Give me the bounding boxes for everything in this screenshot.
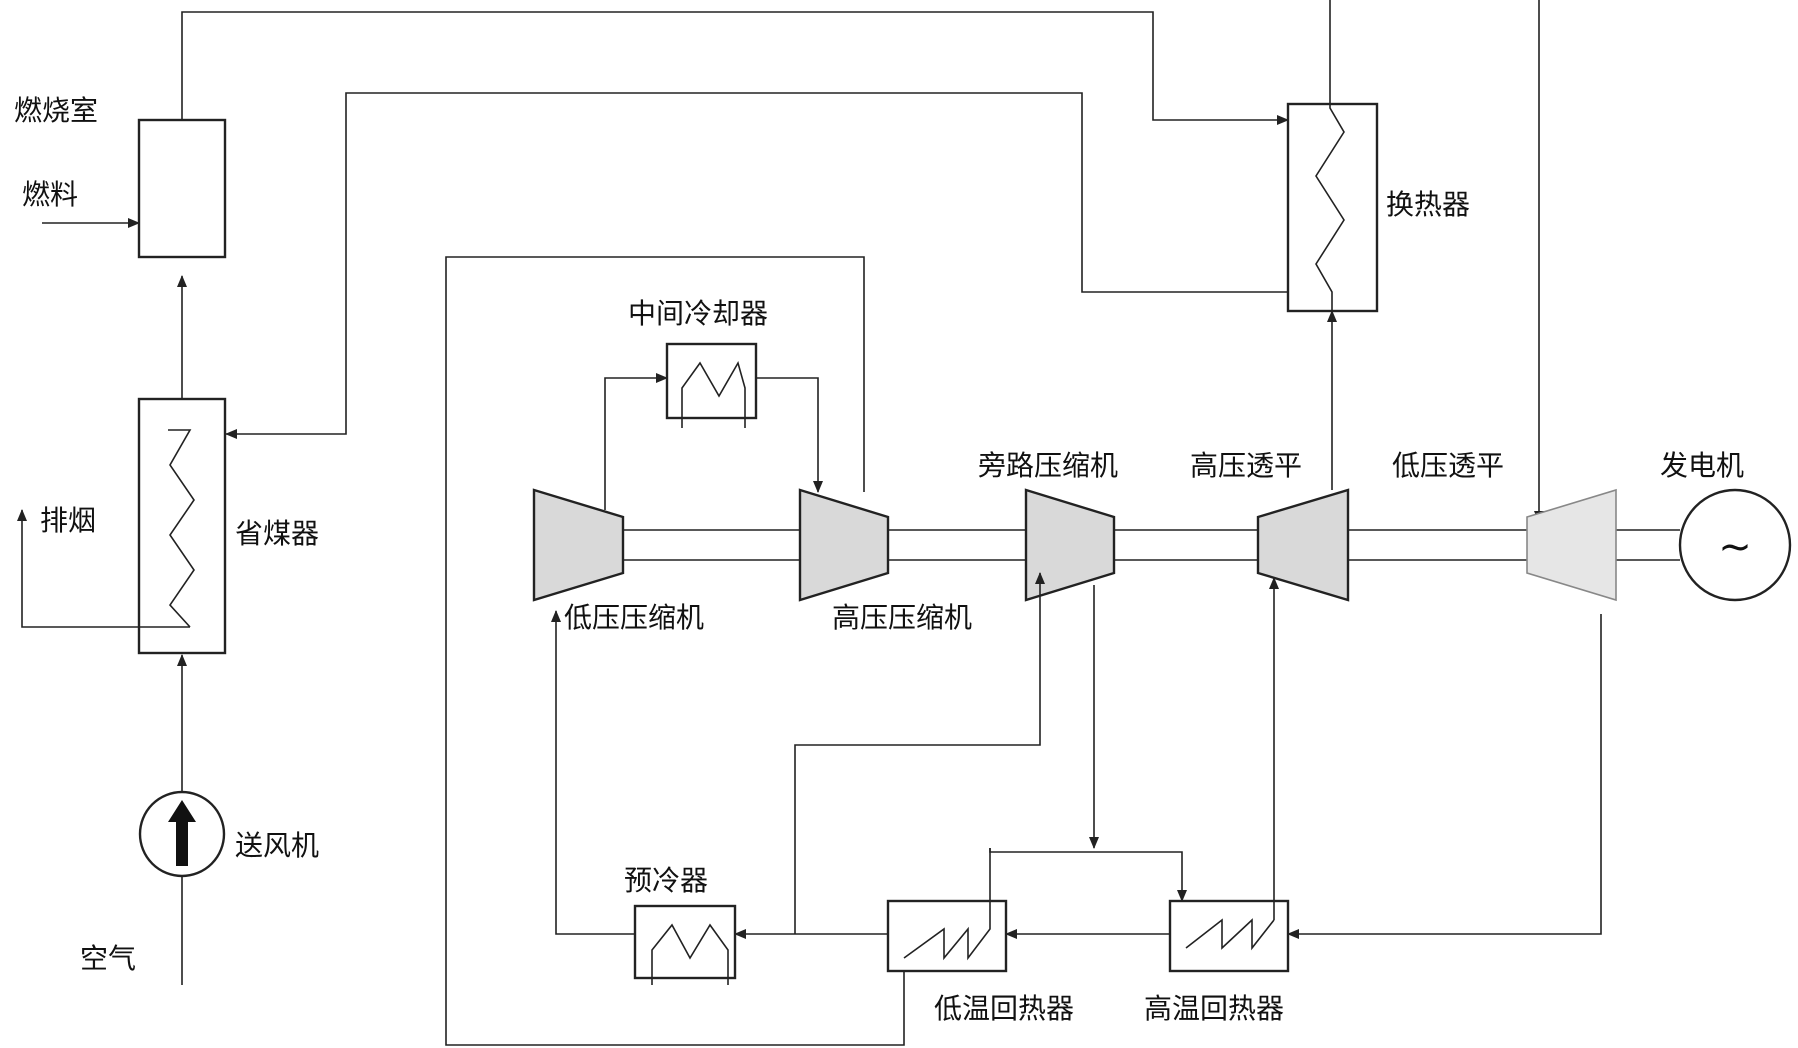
hp-compressor — [798, 488, 890, 602]
blower — [138, 790, 226, 878]
heat-exchanger — [1286, 0, 1379, 313]
lt-recuperator-label: 低温回热器 — [934, 992, 1074, 1025]
fuel-label: 燃料 — [22, 178, 78, 211]
lp-turbine — [1526, 488, 1617, 602]
compressor-outlet-line — [989, 585, 1187, 902]
intercooler-lines — [604, 373, 823, 510]
economizer-label: 省煤器 — [235, 517, 319, 550]
combustor-label: 燃烧室 — [14, 94, 98, 127]
bypass-compressor — [1024, 488, 1116, 602]
intercooler — [665, 342, 758, 428]
lp-compressor — [532, 488, 625, 602]
ht-recuperator-label: 高温回热器 — [1144, 992, 1284, 1025]
lp-compressor-label: 低压压缩机 — [564, 601, 704, 634]
precooler-label: 预冷器 — [624, 864, 708, 897]
lp-turbine-label: 低压透平 — [1392, 449, 1504, 482]
recuperator-flow-lines — [551, 610, 1602, 939]
heat-exchanger-label: 换热器 — [1386, 188, 1470, 221]
precooler — [633, 904, 737, 985]
generator — [1678, 488, 1792, 602]
flue-gas-line — [181, 11, 1289, 125]
hp-turbine-label: 高压透平 — [1190, 449, 1302, 482]
outer-loop-line — [445, 256, 909, 1046]
bypass-compressor-label: 旁路压缩机 — [978, 449, 1118, 482]
combustor — [137, 118, 227, 259]
shaft — [623, 529, 1680, 561]
generator-label: 发电机 — [1660, 449, 1744, 482]
air-label: 空气 — [80, 942, 136, 975]
economizer — [137, 397, 227, 655]
blower-label: 送风机 — [235, 829, 319, 862]
lt-recuperator — [886, 848, 1008, 973]
bypass-feed-line — [794, 572, 1045, 934]
ht-recuperator — [1168, 899, 1290, 973]
hp-turbine — [1256, 488, 1350, 602]
flue-return-line — [225, 92, 1288, 439]
generator-symbol: ~ — [1718, 524, 1752, 570]
hp-compressor-label: 高压压缩机 — [832, 601, 972, 634]
exhaust-label: 排烟 — [40, 504, 96, 537]
intercooler-label: 中间冷却器 — [628, 297, 768, 330]
exhaust-line — [17, 509, 190, 628]
